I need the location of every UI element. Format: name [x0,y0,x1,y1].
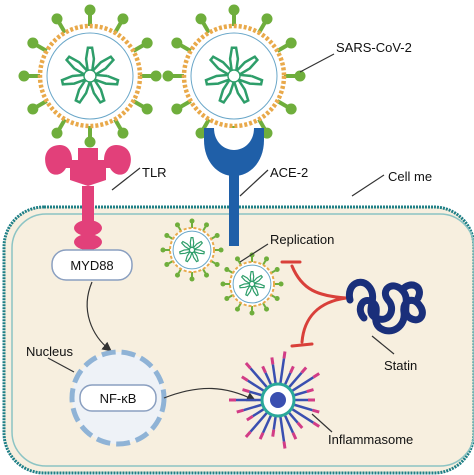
inflammasome-tip [291,432,298,440]
ace2-receptor-icon [204,128,264,246]
nfkb-label: NF-κB [100,391,137,406]
replication-label: Replication [270,232,334,247]
inflammasome-label: Inflammasome [328,432,413,447]
inflammasome-tip [242,388,250,393]
inflammasome-spoke [292,403,313,412]
inflammasome-tip [289,365,295,374]
inflammasome-spoke [249,411,269,433]
label-leaders [47,53,395,433]
nucleus: NF-κB [69,349,167,447]
inflammasome-spoke [283,372,292,386]
inflammasome-tip [261,365,267,374]
nfkb-box [79,384,157,412]
inflammasome-spoke [279,415,286,442]
inflammasome-tip [282,351,287,359]
virus-icon [162,4,306,148]
inflammasome-spoke [287,411,299,424]
inflammasome-tip [244,430,252,439]
inflammasome-spoke [243,403,264,412]
virus-icon [160,218,224,282]
inflammasome-tip [244,361,252,370]
inflammasome-spoke [249,367,269,389]
nucleus-label: Nucleus [26,344,73,359]
inflammasome-tip [246,414,254,422]
inflammasome-tip [236,408,244,414]
inflammasome-tip [241,375,249,382]
inflammasome-spoke [248,390,264,397]
cell-membrane-inner [11,213,474,467]
inflammasome-tip [312,408,320,414]
cell-membrane-label: Cell me [388,169,432,184]
inflammasome-tip [312,421,321,428]
inflammasome-spoke [247,379,266,393]
inflammasome-spoke [271,364,277,385]
inflammasome-tip [282,441,287,449]
signal-arrow-myd88-nfkb [86,281,112,352]
inflammasome-spoke [290,407,315,424]
inflammasome-tip [296,421,304,429]
inflammasome-spoke [264,372,273,386]
inflammasome-spoke [290,376,315,393]
inflammasome-tip [271,429,276,437]
sars-cov-2-label: SARS-CoV-2 [336,40,412,55]
inflammasome-tip [300,366,308,374]
inflammasome-spoke [252,407,266,418]
tlr-receptor-icon [45,145,131,254]
inflammasome-spoke [292,390,308,397]
tlr-label: TLR [142,165,167,180]
inflammasome-spoke [279,358,286,385]
inflammasome-tip [312,372,321,379]
inflammasome-spoke [283,414,295,434]
inflammasome-tip [258,432,265,440]
viruses [18,4,306,316]
inflammasome-tip [306,388,314,393]
virus-icon [18,4,162,148]
virus-icon [220,252,284,316]
ace2-label: ACE-2 [270,165,308,180]
inflammasome-spoke [272,415,277,430]
inflammasome-spoke [287,371,303,389]
myd88-box: MYD88 [51,249,133,281]
statin-molecule-icon [345,278,426,335]
inflammasome-tip [270,357,275,365]
statin-label: Statin [384,358,417,373]
myd88-label: MYD88 [70,258,113,273]
statin-inhibition [280,260,348,348]
inflammasome-spoke [261,414,273,434]
signal-arrow-nfkb-inflammasome [163,387,257,402]
inflammasome-icon [229,351,321,449]
